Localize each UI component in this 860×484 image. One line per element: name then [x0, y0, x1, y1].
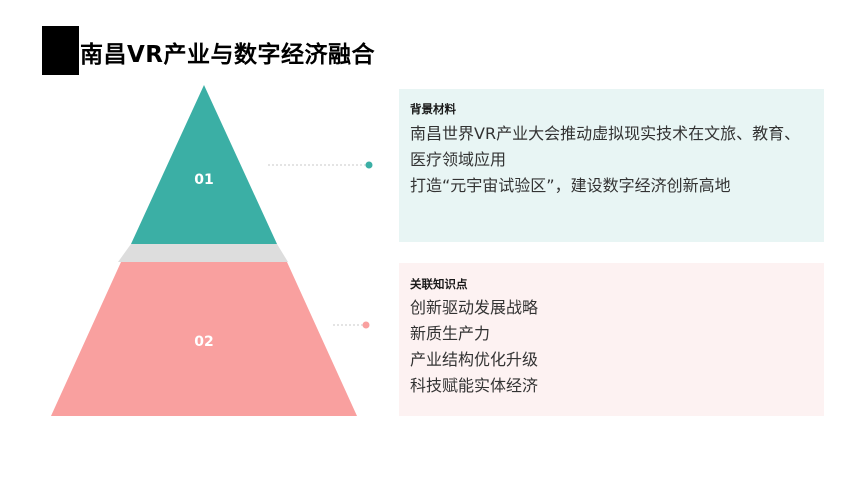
tier-2-number: 02: [194, 334, 214, 350]
knowledge-points-panel: 关联知识点 创新驱动发展战略 新质生产力 产业结构优化升级 科技赋能实体经济: [399, 263, 824, 416]
panel-line: 新质生产力: [410, 324, 491, 343]
panel-line: 南昌世界VR产业大会推动虚拟现实技术在文旅、教育、: [410, 124, 801, 143]
panel-line: 医疗领域应用: [410, 150, 507, 169]
panel-lines: 创新驱动发展战略 新质生产力 产业结构优化升级 科技赋能实体经济: [410, 295, 538, 399]
panel-lines: 南昌世界VR产业大会推动虚拟现实技术在文旅、教育、 医疗领域应用 打造“元宇宙试…: [410, 121, 800, 199]
page-title: 南昌VR产业与数字经济融合: [80, 42, 376, 68]
title-accent-square: [42, 26, 79, 75]
leader-dot-2: [362, 321, 370, 329]
panel-line: 产业结构优化升级: [410, 350, 539, 369]
pyramid-tier-1: [131, 85, 277, 244]
background-material-panel: 背景材料 南昌世界VR产业大会推动虚拟现实技术在文旅、教育、 医疗领域应用 打造…: [399, 89, 824, 242]
panel-line: 创新驱动发展战略: [410, 298, 539, 317]
panel-heading: 关联知识点: [410, 277, 468, 291]
pyramid-tier-2: [51, 262, 357, 416]
panel-heading: 背景材料: [410, 102, 456, 116]
leader-dot-1: [365, 161, 373, 169]
tier-1-number: 01: [194, 172, 214, 188]
panel-line: 打造“元宇宙试验区”，建设数字经济创新高地: [410, 176, 731, 195]
panel-line: 科技赋能实体经济: [410, 376, 539, 395]
pyramid-connector: [118, 244, 288, 262]
